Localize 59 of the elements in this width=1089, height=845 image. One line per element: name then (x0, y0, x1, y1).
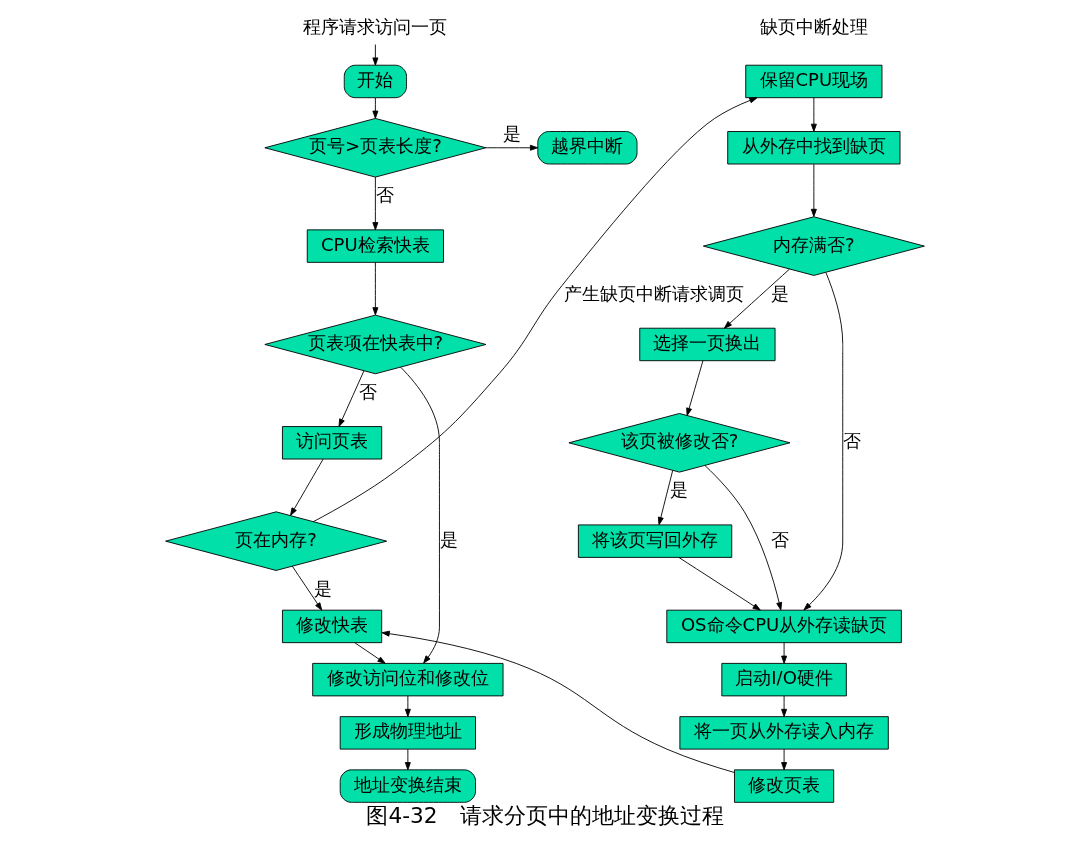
arrow (704, 465, 782, 611)
node-box: 修改访问位和修改位 (311, 662, 503, 697)
arrow (723, 268, 790, 329)
arrow (289, 458, 324, 516)
node-box: CPU检索快表 (306, 229, 444, 263)
edge-label: 否 (770, 528, 789, 550)
arrow (485, 144, 538, 151)
edge-label: 是 (770, 282, 789, 304)
edge-label: 是 (439, 528, 458, 550)
node-box: 从外存中找到缺页 (726, 131, 900, 165)
arrow (810, 163, 817, 217)
label: 缺页中断处理 (759, 15, 868, 37)
arrow (371, 262, 378, 316)
node-diamond: 页号>页表长度? (263, 118, 486, 178)
node-diamond: 该页被修改否? (567, 413, 790, 473)
arrow (371, 176, 378, 231)
node-box: 将该页写回外存 (577, 524, 732, 558)
arrow (404, 748, 411, 771)
arrow (371, 97, 378, 119)
arrow (780, 748, 787, 771)
arrow (810, 97, 817, 132)
arrow (780, 695, 787, 717)
edge-label: 否 (375, 184, 394, 206)
node-box: 访问页表 (281, 426, 382, 460)
node-diamond: 内存满否? (702, 216, 925, 276)
edge-label: 否 (358, 381, 377, 403)
caption: 图4-32 请求分页中的地址变换过程 (365, 803, 724, 829)
node-box: 启动I/O硬件 (720, 662, 847, 697)
node-box: 地址变换结束 (339, 769, 476, 803)
edge-label: 否 (842, 430, 861, 452)
edge-label: 产生缺页中断请求调页 (563, 282, 744, 304)
arrow (780, 642, 787, 664)
node-text: 程序请求访问一页 (302, 15, 447, 37)
arrow (685, 360, 703, 416)
arrow (399, 366, 440, 664)
edge-label: 是 (502, 122, 521, 144)
arrow (338, 370, 364, 427)
node-box: OS命令CPU从外存读缺页 (665, 609, 902, 644)
arrow (657, 470, 673, 526)
node-box: 形成物理地址 (339, 716, 476, 750)
arrow (381, 630, 735, 773)
node-box: 修改快表 (281, 609, 382, 644)
arrow (291, 565, 322, 611)
arrow (353, 642, 386, 664)
node-box: 越界中断 (536, 131, 637, 165)
node-box: 开始 (343, 64, 407, 99)
arrow (803, 272, 843, 611)
arrow (312, 97, 757, 523)
arrow (404, 695, 411, 717)
node-box: 修改页表 (733, 769, 834, 803)
edge-label: 是 (314, 577, 332, 599)
node-diamond: 页在内存? (164, 511, 387, 571)
node-box: 保留CPU现场 (744, 64, 882, 99)
arrow (678, 557, 761, 611)
arrow (371, 44, 378, 66)
node-diamond: 页表项在快表中? (263, 314, 486, 375)
node-box: 选择一页换出 (638, 327, 776, 362)
node-box: 将一页从外存读入内存 (678, 716, 889, 750)
edge-label: 是 (669, 479, 688, 501)
